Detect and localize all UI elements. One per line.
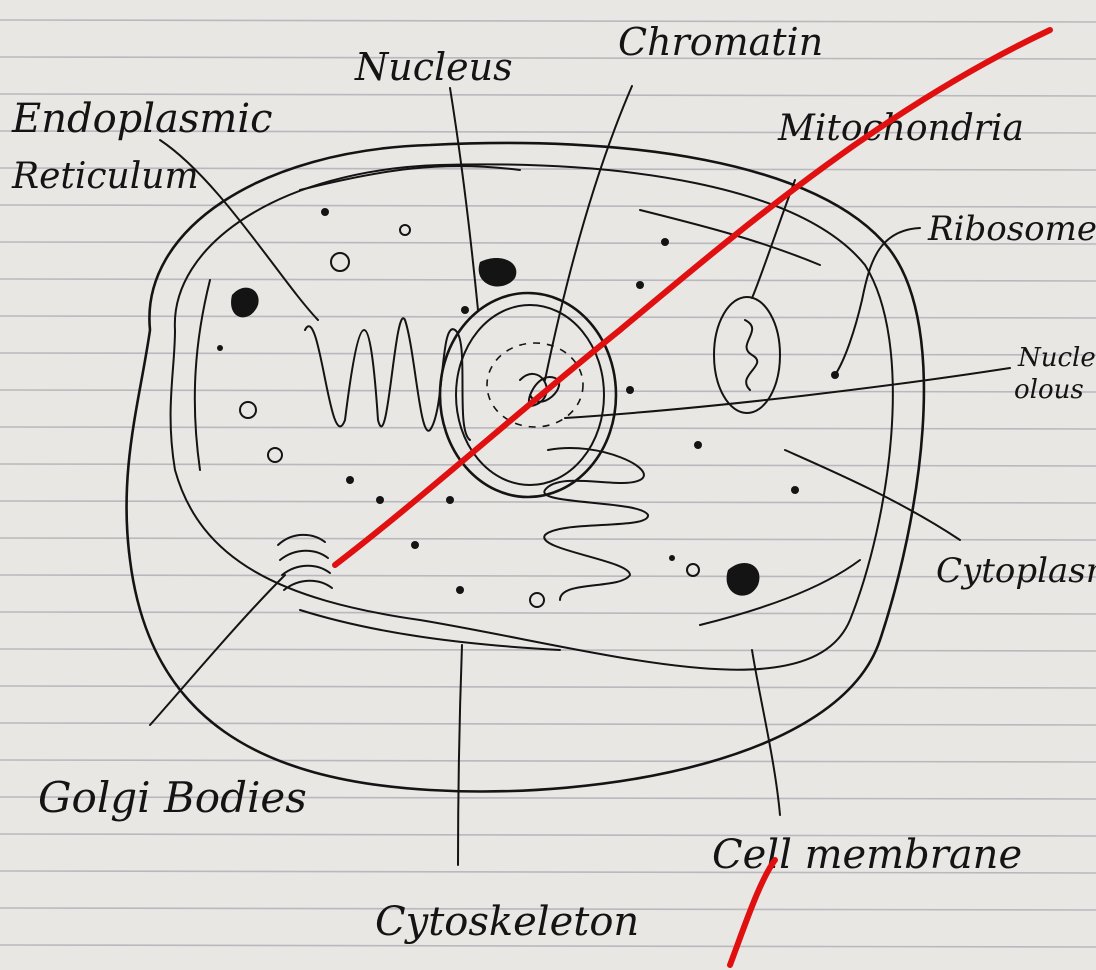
- label-cell-membrane: Cell membrane: [712, 832, 1022, 878]
- label-ribosomes: Ribosomes: [927, 209, 1096, 249]
- label-endoplasmic-line1: Endoplasmic: [11, 96, 273, 142]
- label-cytoskeleton: Cytoskeleton: [375, 899, 639, 945]
- label-cytoplasm: Cytoplasm: [936, 551, 1096, 591]
- label-nucleolus-line2: olous: [1014, 375, 1084, 405]
- label-nucleolus-line1: Nucle-: [1017, 343, 1096, 373]
- label-endoplasmic-line2: Reticulum: [11, 156, 199, 197]
- label-chromatin: Chromatin: [618, 20, 823, 64]
- label-nucleus: Nucleus: [354, 45, 513, 89]
- label-golgi-bodies: Golgi Bodies: [38, 773, 307, 822]
